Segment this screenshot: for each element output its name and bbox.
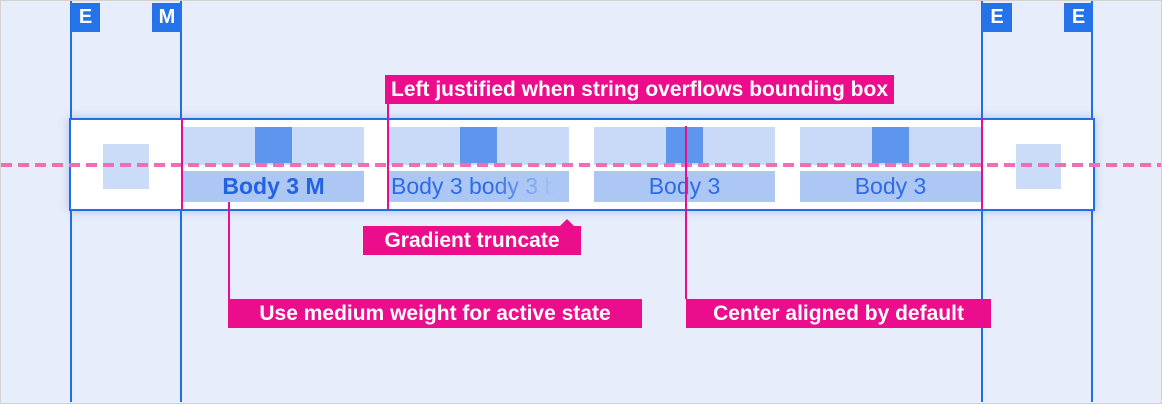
annotation-line-active-state (228, 202, 230, 299)
tab-indicator-block (460, 127, 497, 163)
annotation-line-left-justified (387, 104, 389, 210)
tab-indicator-block (872, 127, 909, 163)
callout-up-arrow-icon (560, 219, 574, 226)
annotation-line-center-aligned (685, 126, 687, 299)
tab-item-active[interactable]: Body 3 M (183, 127, 364, 202)
margin-marker-e-left: E (71, 3, 100, 32)
margin-marker-e-right-outer: E (1064, 3, 1093, 32)
tab-indicator-block (255, 127, 292, 163)
tab-indicator-block (666, 127, 703, 163)
gradient-fade-overlay (491, 171, 569, 202)
vertical-center-dashed-line (1, 163, 1161, 167)
margin-marker-m: M (152, 3, 182, 32)
margin-marker-e-right-inner: E (982, 3, 1012, 32)
callout-medium-weight: Use medium weight for active state (228, 299, 642, 328)
callout-left-justified: Left justified when string overflows bou… (385, 75, 894, 104)
callout-center-aligned: Center aligned by default (686, 299, 991, 328)
tab-item-truncated[interactable]: Body 3 body 3 b (388, 127, 569, 202)
tab-item-default-2[interactable]: Body 3 (800, 127, 981, 202)
tab-label: Body 3 M (183, 171, 364, 202)
tab-label: Body 3 (594, 171, 775, 202)
tab-item-default[interactable]: Body 3 (594, 127, 775, 202)
callout-gradient-truncate: Gradient truncate (363, 226, 581, 255)
annotation-line-last-tab-right-edge (981, 118, 983, 210)
tab-label: Body 3 body 3 b (388, 171, 569, 202)
tab-label: Body 3 (800, 171, 981, 202)
annotation-line-tab1-left-edge (181, 118, 183, 210)
